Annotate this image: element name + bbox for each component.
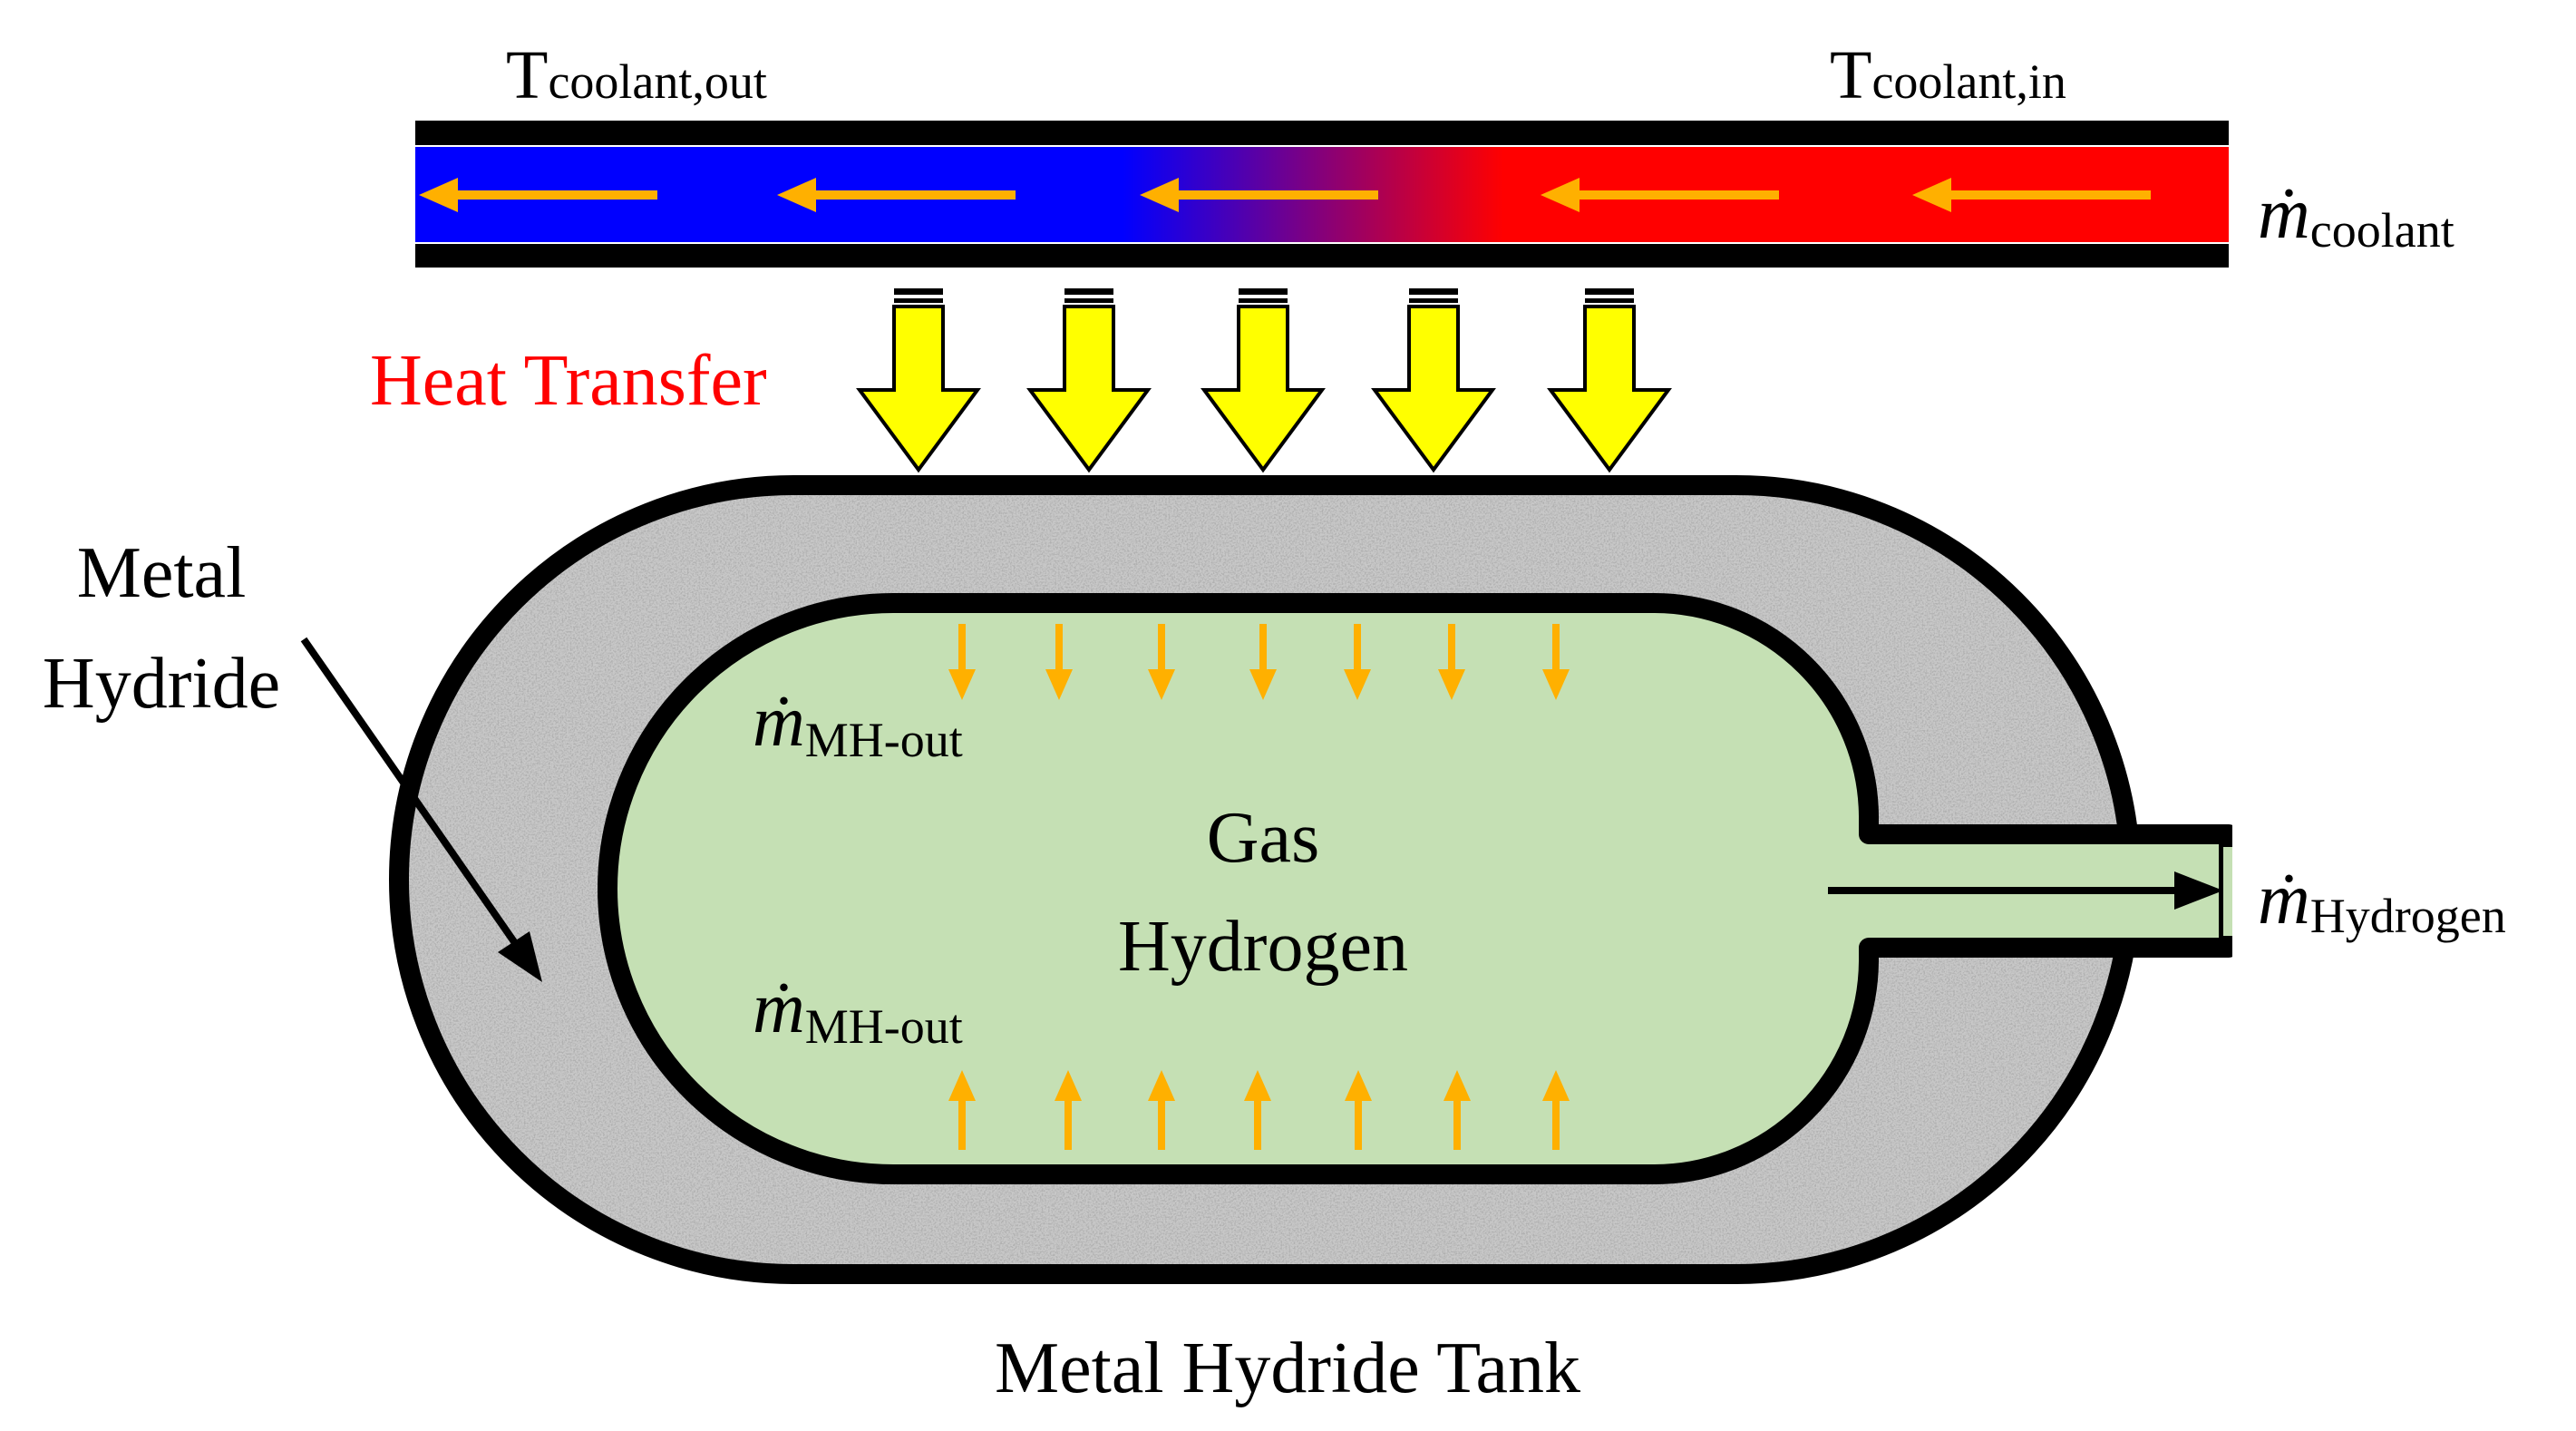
up-arrow-icon	[1148, 1070, 1175, 1150]
heat-transfer-label: Heat Transfer	[370, 341, 767, 421]
flow-arrow-icon	[1140, 178, 1378, 212]
down-arrow-icon	[1148, 624, 1175, 700]
gas-region	[598, 593, 2239, 1184]
hydrogen-mass-flow-label: ṁHydrogen	[2258, 860, 2506, 943]
down-arrow-icon	[948, 624, 976, 700]
flow-arrow-icon	[1912, 178, 2151, 212]
coolant-inlet-temperature-label: Tcoolant,in	[1830, 37, 2066, 113]
pipe-wall-top	[415, 121, 2229, 145]
mh-out-top-label: ṁMH-out	[753, 682, 963, 767]
pipe-wall-bottom	[415, 243, 2229, 268]
up-arrow-icon	[1244, 1070, 1271, 1150]
coolant-outlet-temperature-label: Tcoolant,out	[506, 37, 767, 113]
heat-arrow-icon	[1201, 288, 1326, 473]
heat-arrow-icon	[1371, 288, 1496, 473]
coolant-pipe: Tcoolant,out Tcoolant,in ṁcoolant	[415, 37, 2454, 268]
gas-label-line1: Gas	[1207, 798, 1319, 878]
down-arrow-icon	[1542, 624, 1570, 700]
down-arrow-icon	[1344, 624, 1371, 700]
desorption-arrows-bottom	[948, 1070, 1570, 1150]
flow-arrow-icon	[777, 178, 1016, 212]
up-arrow-icon	[1444, 1070, 1471, 1150]
down-arrow-icon	[1438, 624, 1465, 700]
metal-hydride-tank: ṁMH-out ṁMH-out Gas Hydrogen	[300, 475, 2260, 1284]
mh-out-bottom-label: ṁMH-out	[753, 969, 963, 1054]
heat-arrow-icon	[1026, 288, 1152, 473]
hydrogen-outlet-arrow-icon	[1828, 871, 2223, 910]
heat-arrow-icon	[1547, 288, 1672, 473]
up-arrow-icon	[1055, 1070, 1082, 1150]
tank-caption: Metal Hydride Tank	[995, 1329, 1580, 1408]
hydride-label-line2: Hydride	[43, 644, 280, 724]
flow-arrow-icon	[419, 178, 657, 212]
down-arrow-icon	[1045, 624, 1073, 700]
coolant-mass-flow-label: ṁcoolant	[2258, 174, 2454, 258]
down-arrow-icon	[1249, 624, 1277, 700]
hydride-label-line1: Metal	[77, 533, 247, 613]
up-arrow-icon	[1345, 1070, 1372, 1150]
up-arrow-icon	[948, 1070, 976, 1150]
gas-label-line2: Hydrogen	[1118, 907, 1408, 987]
heat-transfer-arrows	[856, 288, 1672, 473]
up-arrow-icon	[1542, 1070, 1570, 1150]
desorption-arrows-top	[948, 624, 1570, 700]
flow-arrow-icon	[1541, 178, 1779, 212]
hydride-pointer-arrow-icon	[300, 637, 542, 982]
coolant-flow-arrows	[419, 178, 2151, 212]
heat-arrow-icon	[856, 288, 981, 473]
